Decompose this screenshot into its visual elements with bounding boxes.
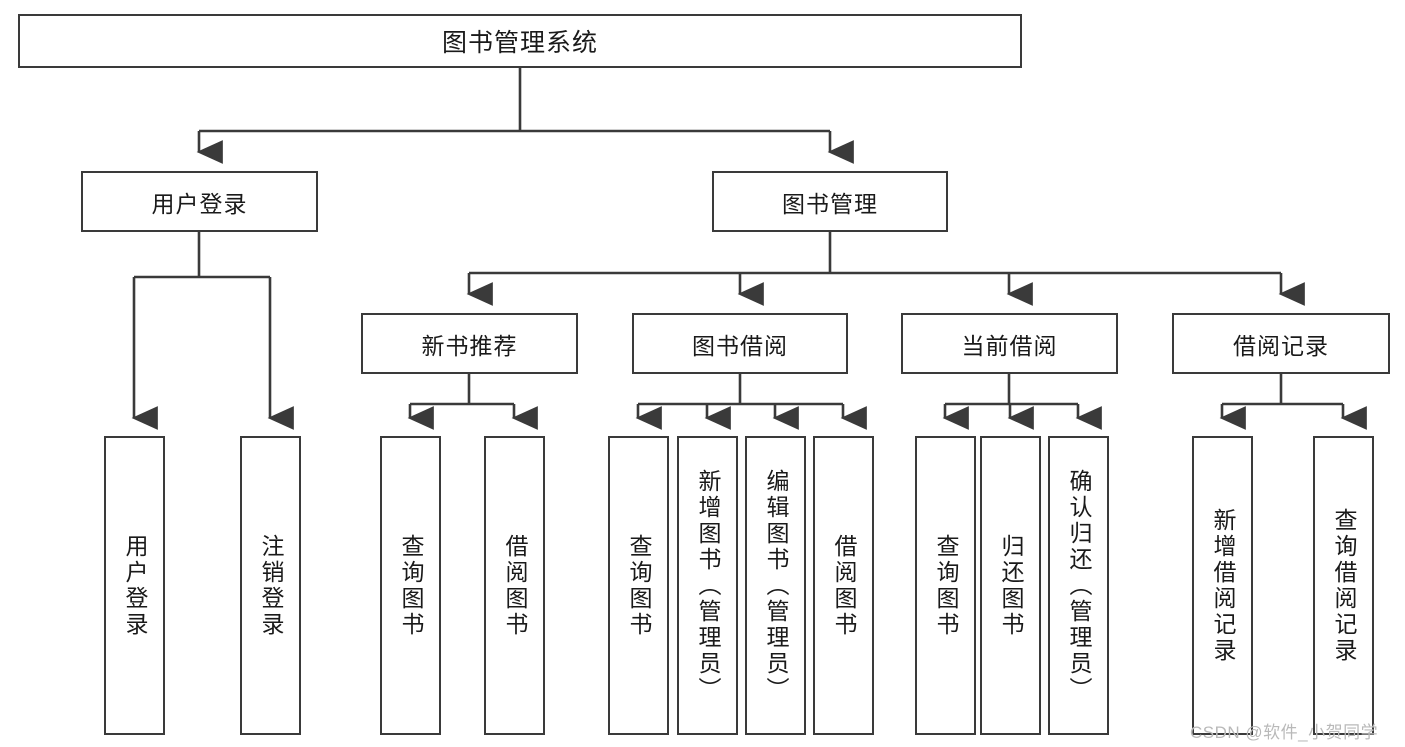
leaf-edit-book-admin[interactable]: 编辑图书（管理员） xyxy=(745,436,806,735)
node-user-login[interactable]: 用户登录 xyxy=(81,171,318,232)
node-borrow-record[interactable]: 借阅记录 xyxy=(1172,313,1390,374)
leaf-query-book-new[interactable]: 查询图书 xyxy=(380,436,441,735)
leaf-confirm-return-admin[interactable]: 确认归还（管理员） xyxy=(1048,436,1109,735)
node-label: 借阅记录 xyxy=(1233,332,1329,359)
node-label: 图书管理系统 xyxy=(441,29,598,57)
node-label: 图书管理 xyxy=(782,190,878,217)
node-label: 归还图书 xyxy=(998,533,1024,638)
node-book-management-system[interactable]: 图书管理系统 xyxy=(18,14,1022,68)
node-label: 图书借阅 xyxy=(692,332,788,359)
leaf-query-borrow-record[interactable]: 查询借阅记录 xyxy=(1313,436,1374,735)
node-label: 用户登录 xyxy=(151,190,248,217)
leaf-borrow-book-new[interactable]: 借阅图书 xyxy=(484,436,545,735)
leaf-return-book[interactable]: 归还图书 xyxy=(980,436,1041,735)
node-label: 查询图书 xyxy=(626,533,652,638)
leaf-user-logout[interactable]: 注销登录 xyxy=(240,436,301,735)
node-new-book-recommend[interactable]: 新书推荐 xyxy=(361,313,578,374)
node-label: 新增图书（管理员） xyxy=(695,468,721,703)
watermark-text: CSDN @软件_小贺同学 xyxy=(1190,723,1379,742)
node-label: 借阅图书 xyxy=(831,533,857,638)
node-label: 注销登录 xyxy=(258,533,284,638)
node-label: 借阅图书 xyxy=(502,533,528,638)
csdn-watermark: CSDN @软件_小贺同学 xyxy=(1190,718,1378,743)
node-book-borrow[interactable]: 图书借阅 xyxy=(632,313,848,374)
node-label: 新增借阅记录 xyxy=(1210,507,1236,664)
node-label: 当前借阅 xyxy=(961,332,1058,359)
node-label: 查询借阅记录 xyxy=(1331,507,1357,664)
node-label: 用户登录 xyxy=(122,533,148,638)
leaf-user-login[interactable]: 用户登录 xyxy=(104,436,165,735)
node-book-management[interactable]: 图书管理 xyxy=(712,171,948,232)
node-current-borrow[interactable]: 当前借阅 xyxy=(901,313,1118,374)
node-label: 查询图书 xyxy=(398,533,424,638)
leaf-query-book-current[interactable]: 查询图书 xyxy=(915,436,976,735)
leaf-add-book-admin[interactable]: 新增图书（管理员） xyxy=(677,436,738,735)
node-label: 确认归还（管理员） xyxy=(1066,468,1092,703)
node-label: 查询图书 xyxy=(933,533,959,638)
leaf-add-borrow-record[interactable]: 新增借阅记录 xyxy=(1192,436,1253,735)
node-label: 新书推荐 xyxy=(421,332,518,359)
node-label: 编辑图书（管理员） xyxy=(763,468,789,703)
leaf-borrow-book[interactable]: 借阅图书 xyxy=(813,436,874,735)
leaf-query-book-borrow[interactable]: 查询图书 xyxy=(608,436,669,735)
